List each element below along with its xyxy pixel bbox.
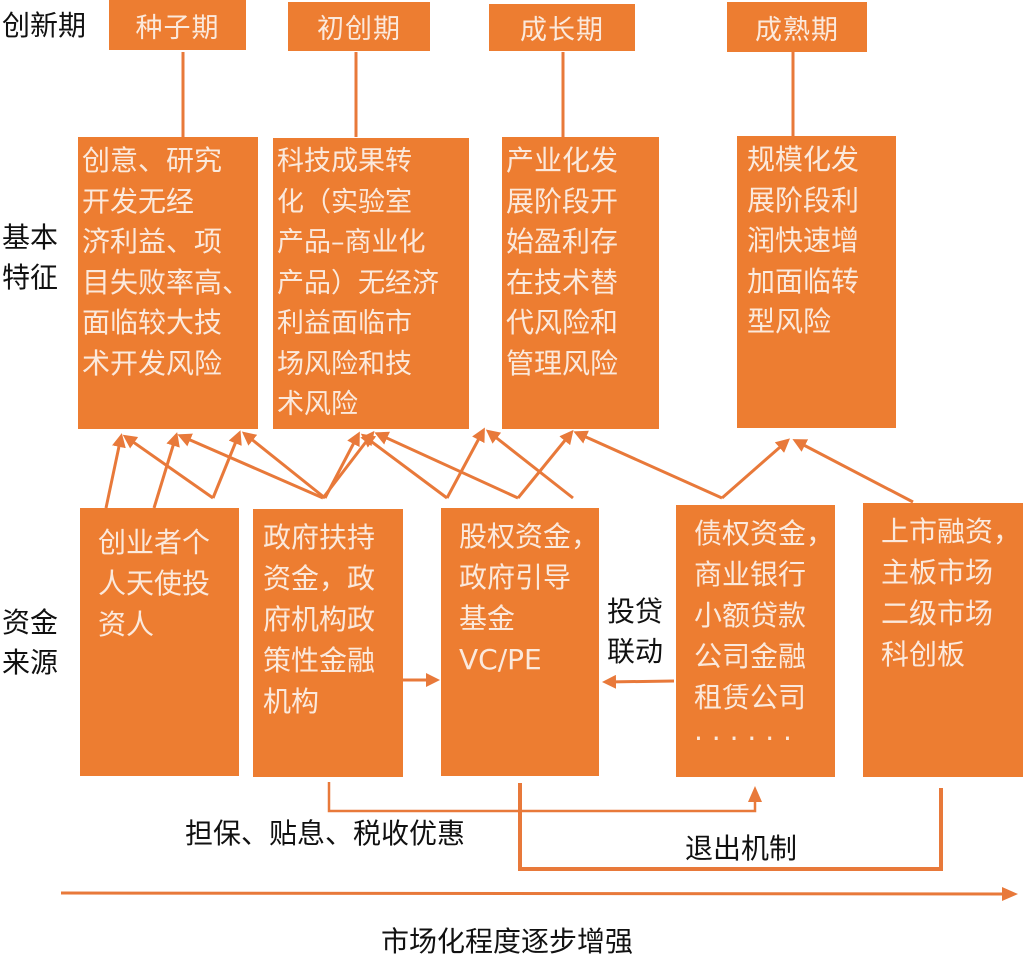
funding-box-government: 政府扶持 资金，政 府机构政 策性金融 机构: [253, 509, 403, 777]
feature-box-startup: 科技成果转 化（实验室 产品–商业化 产品）无经济 利益面临市 场风险和技 术风…: [273, 138, 469, 429]
stage-startup: 初创期: [288, 2, 430, 51]
guarantee-label: 担保、贴息、税收优惠: [185, 817, 466, 850]
funding-box-angel: 创业者个 人天使投 资人: [80, 508, 239, 776]
funding-box-listing: 上市融资， 主板市场 二级市场 科创板: [863, 503, 1023, 777]
feature-box-seed: 创意、研究 开发无经 济利益、项 目失败率高、 面临较大技 术开发风险: [78, 137, 258, 429]
stage-seed: 种子期: [109, 0, 246, 50]
stage-label: 种子期: [135, 12, 220, 44]
stage-label: 成熟期: [755, 14, 839, 46]
invest-loan-link-label: 投贷 联动: [607, 595, 664, 668]
feature-box-growth: 产业化发 展阶段开 始盈利存 在技术替 代风险和 管理风险: [502, 137, 659, 429]
stage-label: 初创期: [317, 14, 401, 45]
row-label-features: 基本 特征: [2, 221, 59, 294]
stage-label: 成长期: [520, 15, 604, 46]
market-axis-label: 市场化程度逐步增强: [381, 925, 634, 958]
row-label-funding: 资金 来源: [2, 606, 59, 679]
funding-box-debt: 债权资金， 商业银行 小额贷款 公司金融 租赁公司 · · · · · ·: [676, 505, 835, 777]
funding-box-equity: 股权资金， 政府引导 基金 VC/PE: [441, 508, 599, 776]
exit-mechanism-label: 退出机制: [685, 832, 798, 865]
stage-mature: 成熟期: [727, 2, 867, 52]
feature-box-mature: 规模化发 展阶段利 润快速增 加面临转 型风险: [737, 136, 896, 428]
stage-growth: 成长期: [489, 4, 635, 51]
row-label-stage: 创新期: [2, 9, 87, 42]
